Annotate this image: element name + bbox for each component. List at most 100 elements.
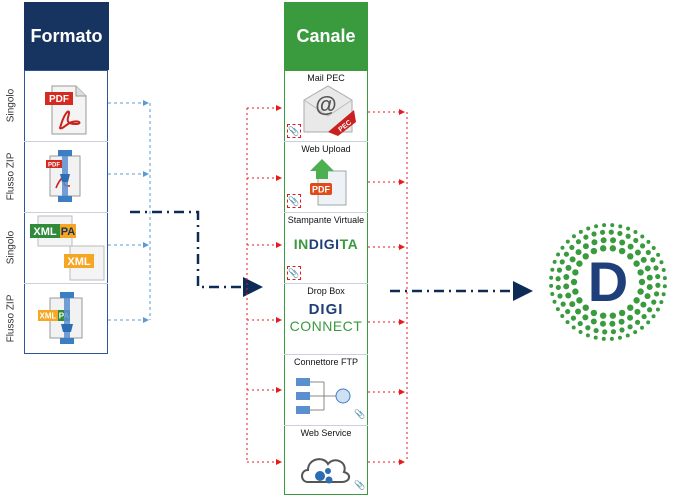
logo-dot — [555, 307, 560, 312]
logo-dot — [578, 229, 583, 234]
logo-dot — [582, 253, 589, 260]
logo-dot — [656, 252, 661, 257]
logo-part: DIGI — [308, 301, 344, 318]
canale-column — [284, 70, 368, 495]
logo-dot — [569, 244, 575, 251]
logo-part: IN — [293, 236, 309, 252]
logo-dot — [572, 269, 579, 276]
logo-dot — [609, 320, 616, 327]
logo-dot — [640, 256, 647, 263]
logo-dot — [646, 307, 653, 313]
digita-d-logo-icon — [548, 222, 668, 342]
logo-dot — [552, 259, 557, 264]
logo-dot — [570, 278, 578, 286]
formato-divider — [24, 212, 108, 213]
logo-dot — [555, 276, 561, 282]
logo-dot — [594, 224, 599, 229]
logo-dot — [585, 325, 591, 331]
logo-dot — [582, 243, 589, 250]
cloud-service-icon — [298, 446, 352, 490]
logo-dot — [583, 234, 589, 240]
logo-dot — [627, 253, 634, 260]
logo-dot — [618, 309, 626, 317]
logo-dot — [655, 307, 660, 312]
logo-dot — [651, 299, 657, 305]
ftp-network-icon — [294, 372, 356, 418]
formato-divider — [24, 283, 108, 284]
pa-badge: PA — [61, 226, 76, 238]
logo-dot — [627, 324, 633, 330]
logo-dot — [653, 265, 659, 271]
logo-dot — [563, 273, 570, 280]
logo-dot — [646, 274, 653, 281]
formato-header: Formato — [24, 2, 109, 70]
logo-dot — [661, 292, 666, 297]
logo-dot — [639, 243, 646, 249]
logo-dot — [565, 308, 571, 315]
channel-label-connettore-ftp: Connettore FTP — [293, 357, 359, 367]
paperclip-icon: 📎 — [287, 194, 301, 208]
logo-dot — [576, 297, 583, 304]
channel-label-drop-box: Drop Box — [307, 286, 345, 296]
logo-dot — [559, 259, 565, 265]
formato-title: Formato — [30, 25, 103, 46]
logo-dot — [586, 226, 591, 231]
logo-dot — [655, 282, 661, 288]
pdf-upload-icon: PDF — [304, 157, 352, 207]
logo-dot — [557, 293, 563, 299]
xml-badge: XML — [40, 312, 57, 321]
logo-dot — [617, 335, 622, 340]
logo-dot — [571, 234, 576, 239]
logo-dot — [651, 314, 656, 319]
logo-dot — [599, 312, 607, 319]
logo-dot — [640, 234, 645, 239]
logo-dot — [659, 300, 664, 305]
logo-dot — [549, 283, 554, 288]
logo-dot — [560, 301, 566, 307]
canale-divider — [284, 141, 368, 142]
logo-dot — [555, 284, 561, 291]
formato-divider — [24, 141, 108, 142]
logo-dot — [590, 247, 598, 255]
logo-dot — [571, 325, 576, 330]
xml-document-icon: XML PA XML — [30, 214, 106, 282]
channel-label-web-service: Web Service — [300, 428, 352, 438]
logo-dot — [590, 309, 598, 317]
logo-dot — [565, 239, 570, 244]
logo-dot — [633, 260, 640, 267]
indigita-logo: INDIGITA — [286, 236, 366, 256]
logo-dot — [625, 233, 631, 239]
logo-dot — [593, 335, 598, 340]
logo-dot — [644, 265, 651, 272]
logo-dot — [646, 239, 651, 244]
digita-d-letter: D — [587, 250, 629, 313]
logo-dot — [625, 333, 630, 338]
logo-dot — [590, 318, 597, 325]
logo-dot — [549, 275, 554, 280]
logo-dot — [560, 314, 565, 319]
channel-label-web-upload: Web Upload — [301, 144, 351, 154]
logo-dot — [640, 325, 645, 330]
logo-dot — [633, 330, 638, 335]
logo-dot — [608, 229, 614, 235]
logo-dot — [569, 301, 576, 308]
logo-dot — [633, 230, 638, 235]
logo-dot — [578, 329, 583, 334]
paperclip-icon: 📎 — [287, 124, 301, 138]
logo-dot — [634, 308, 641, 315]
logo-dot — [602, 223, 607, 228]
zip-compressed-xml-icon: XML PA — [36, 290, 94, 348]
zip-compressed-pdf-icon: PDF — [38, 148, 94, 206]
email-pec-icon: @ PEC — [298, 84, 358, 138]
logo-dot — [552, 299, 557, 304]
logo-dot — [550, 267, 555, 272]
logo-dot — [638, 278, 646, 286]
paperclip-icon: 📎 — [287, 266, 301, 280]
logo-dot — [560, 245, 565, 250]
xml-badge: XML — [33, 226, 57, 238]
logo-dot — [600, 237, 607, 244]
logo-dot — [565, 320, 570, 325]
logo-dot — [609, 312, 617, 319]
logo-dot — [610, 329, 617, 335]
